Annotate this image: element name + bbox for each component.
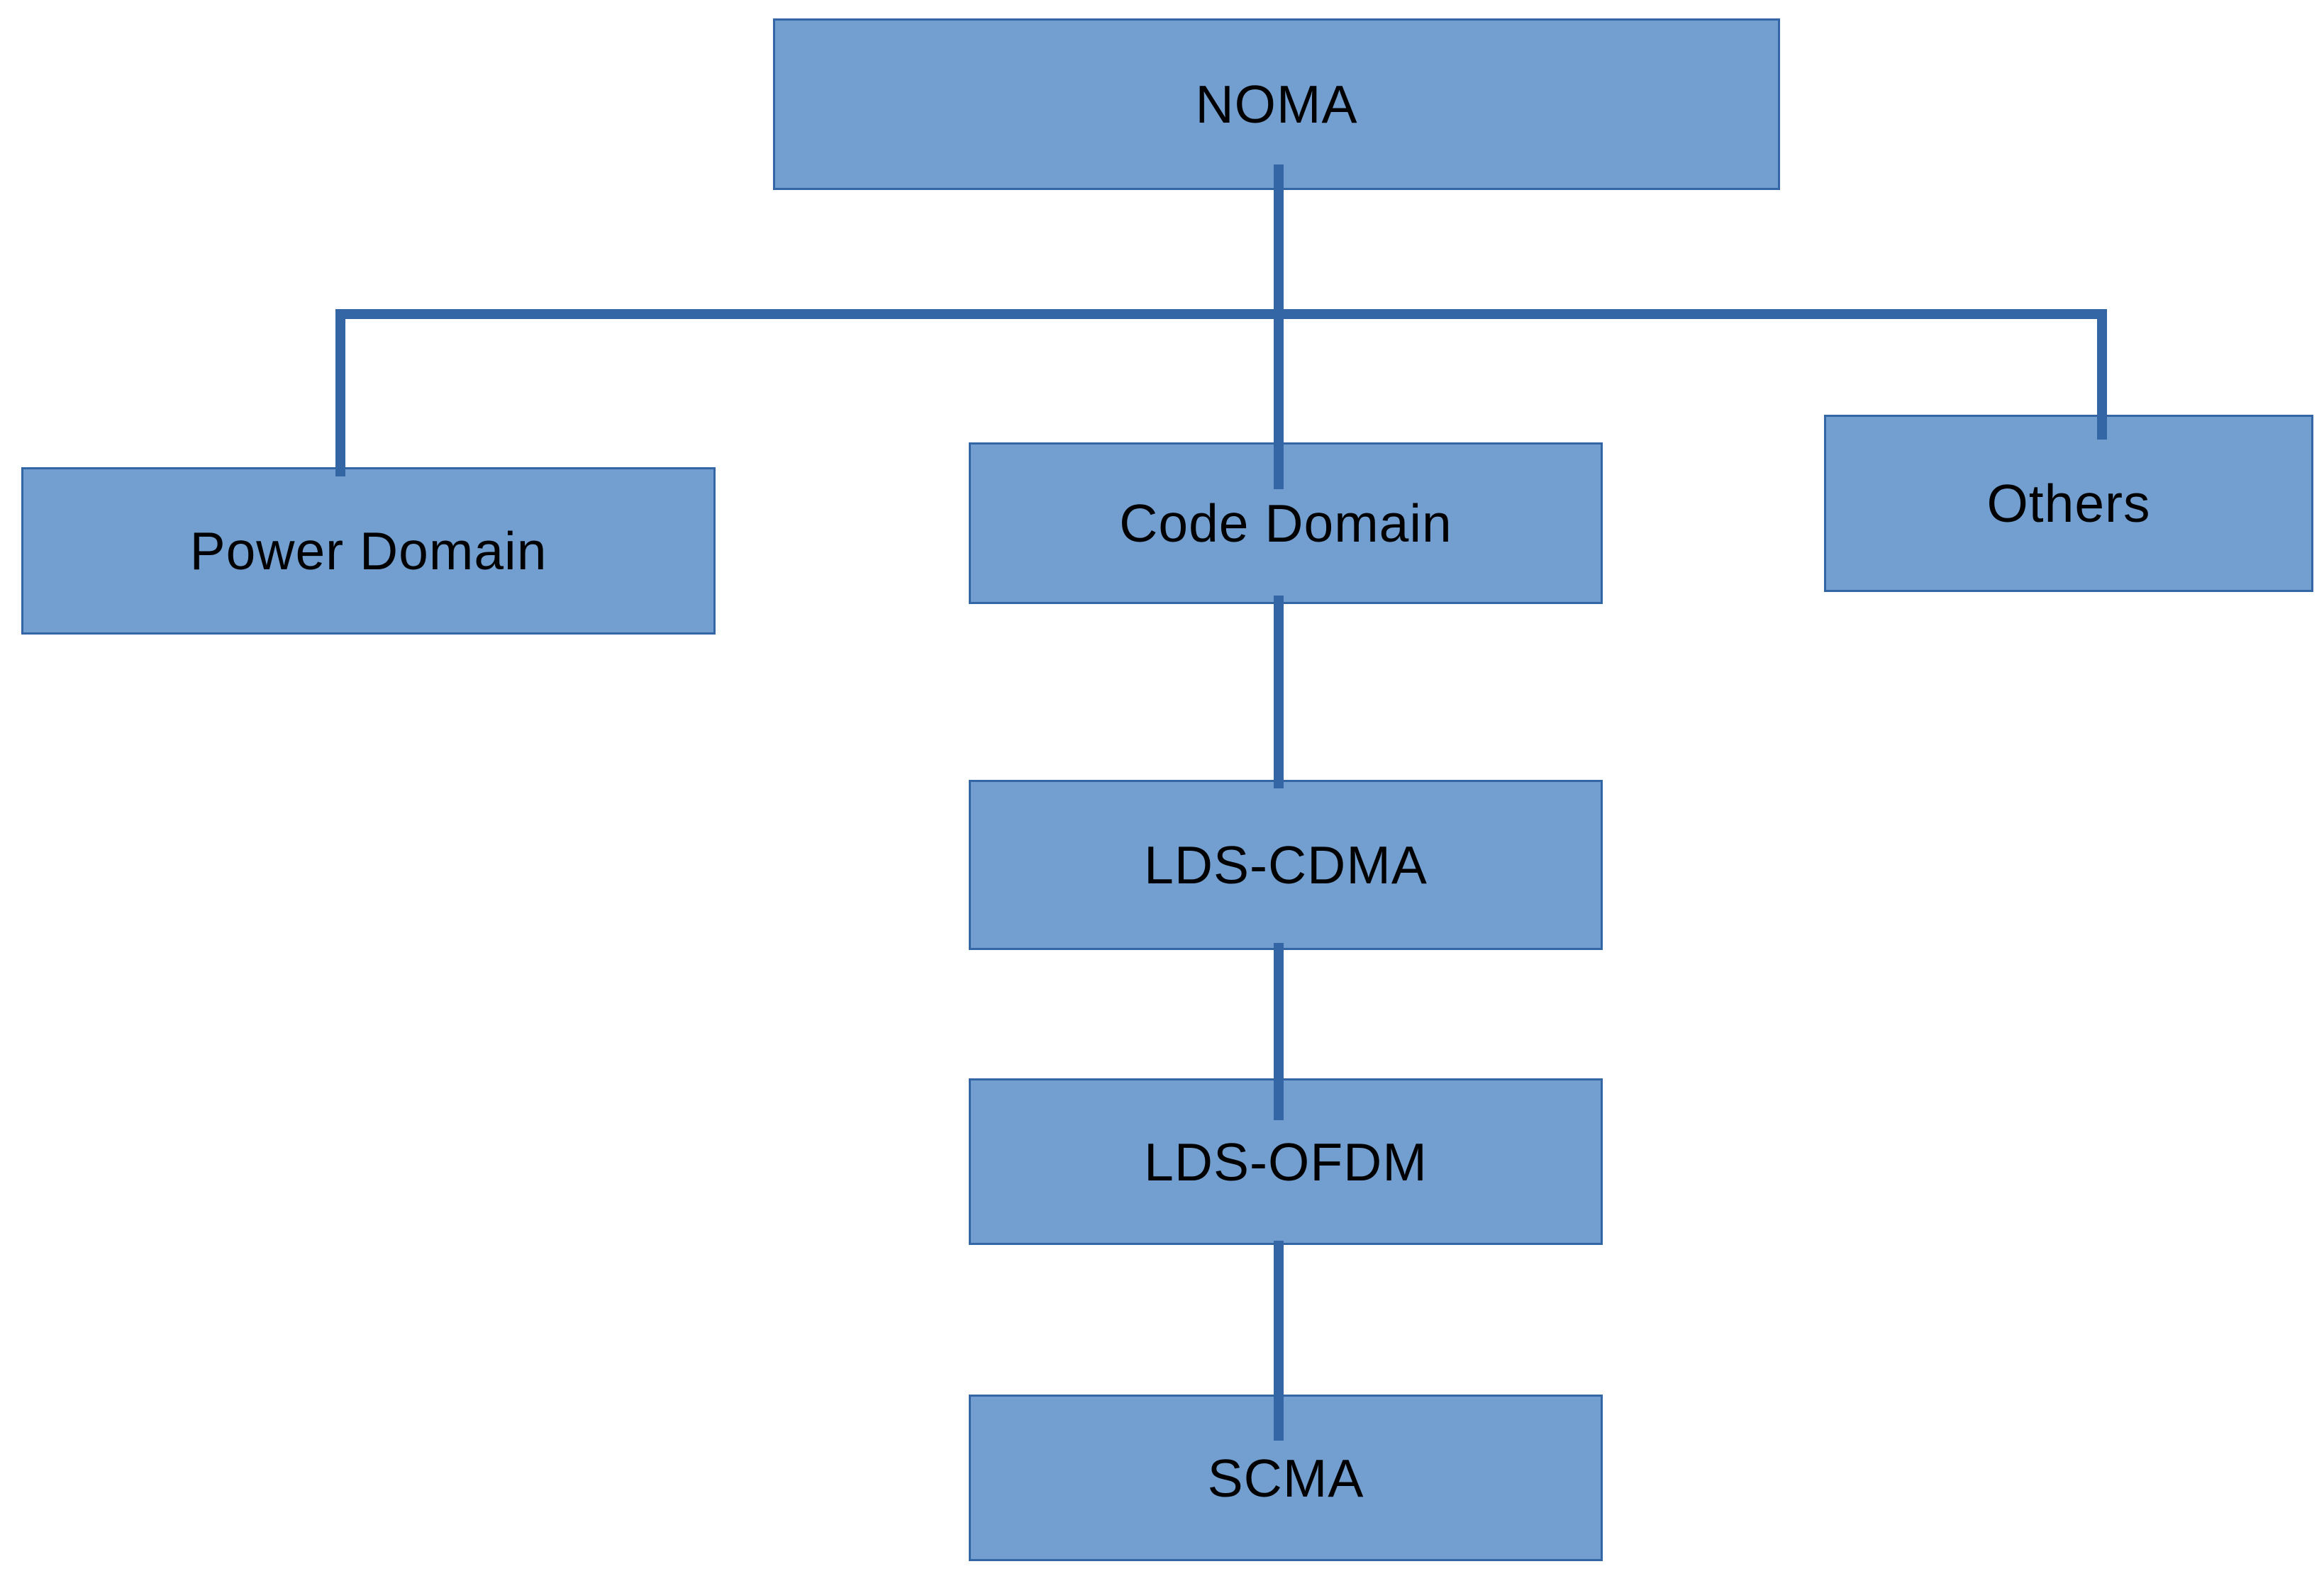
connector-horizontal-branch [335,309,2107,319]
node-power-domain: Power Domain [21,467,716,635]
node-scma: SCMA [969,1395,1603,1561]
connector-code-domain-to-lds-cdma [1274,596,1284,788]
node-power-domain-label: Power Domain [189,521,547,581]
connector-noma-to-code-domain [1274,164,1284,489]
connector-lds-cdma-to-lds-ofdm [1274,943,1284,1120]
node-lds-cdma-label: LDS-CDMA [1144,835,1428,895]
node-noma: NOMA [773,18,1780,190]
connector-drop-to-power-domain [335,309,345,476]
node-lds-cdma: LDS-CDMA [969,780,1603,950]
node-code-domain-label: Code Domain [1119,493,1452,553]
node-scma-label: SCMA [1207,1448,1364,1508]
node-others: Others [1824,415,2313,592]
connector-lds-ofdm-to-scma [1274,1241,1284,1441]
node-code-domain: Code Domain [969,442,1603,604]
connector-drop-to-others [2097,309,2107,440]
node-noma-label: NOMA [1195,74,1358,134]
node-lds-ofdm-label: LDS-OFDM [1144,1132,1428,1192]
node-others-label: Others [1986,474,2151,533]
node-lds-ofdm: LDS-OFDM [969,1078,1603,1245]
